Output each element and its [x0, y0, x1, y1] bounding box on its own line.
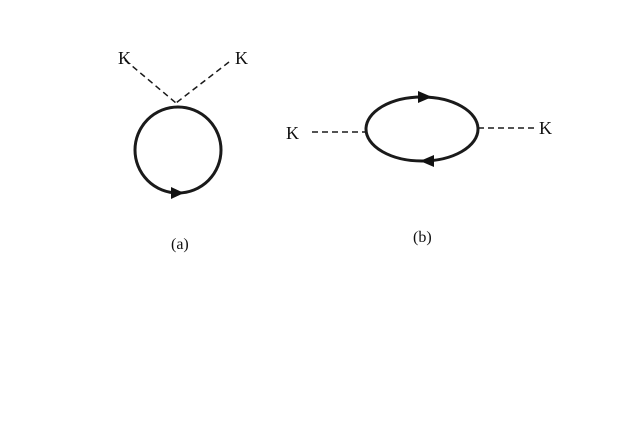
- diagram-b-loop: [364, 95, 480, 163]
- diagram-a-arrow-icon: [171, 187, 184, 199]
- diagram-a-loop: [133, 105, 223, 195]
- diagram-b-arrow-top-icon: [418, 91, 432, 103]
- diagram-b-label-left: K: [286, 123, 299, 143]
- diagram-b-label-right: K: [539, 118, 552, 138]
- diagram-b: K K (b): [286, 91, 552, 246]
- diagram-a-label-left: K: [118, 48, 131, 68]
- diagram-a-external-line-left: [124, 59, 177, 104]
- diagram-a-caption: (a): [171, 236, 189, 253]
- diagram-a-label-right: K: [235, 48, 248, 68]
- diagram-a: K K (a): [118, 48, 248, 253]
- diagram-b-caption: (b): [413, 229, 432, 246]
- diagram-b-arrow-bottom-icon: [420, 155, 434, 167]
- diagram-a-external-line-right: [175, 61, 230, 104]
